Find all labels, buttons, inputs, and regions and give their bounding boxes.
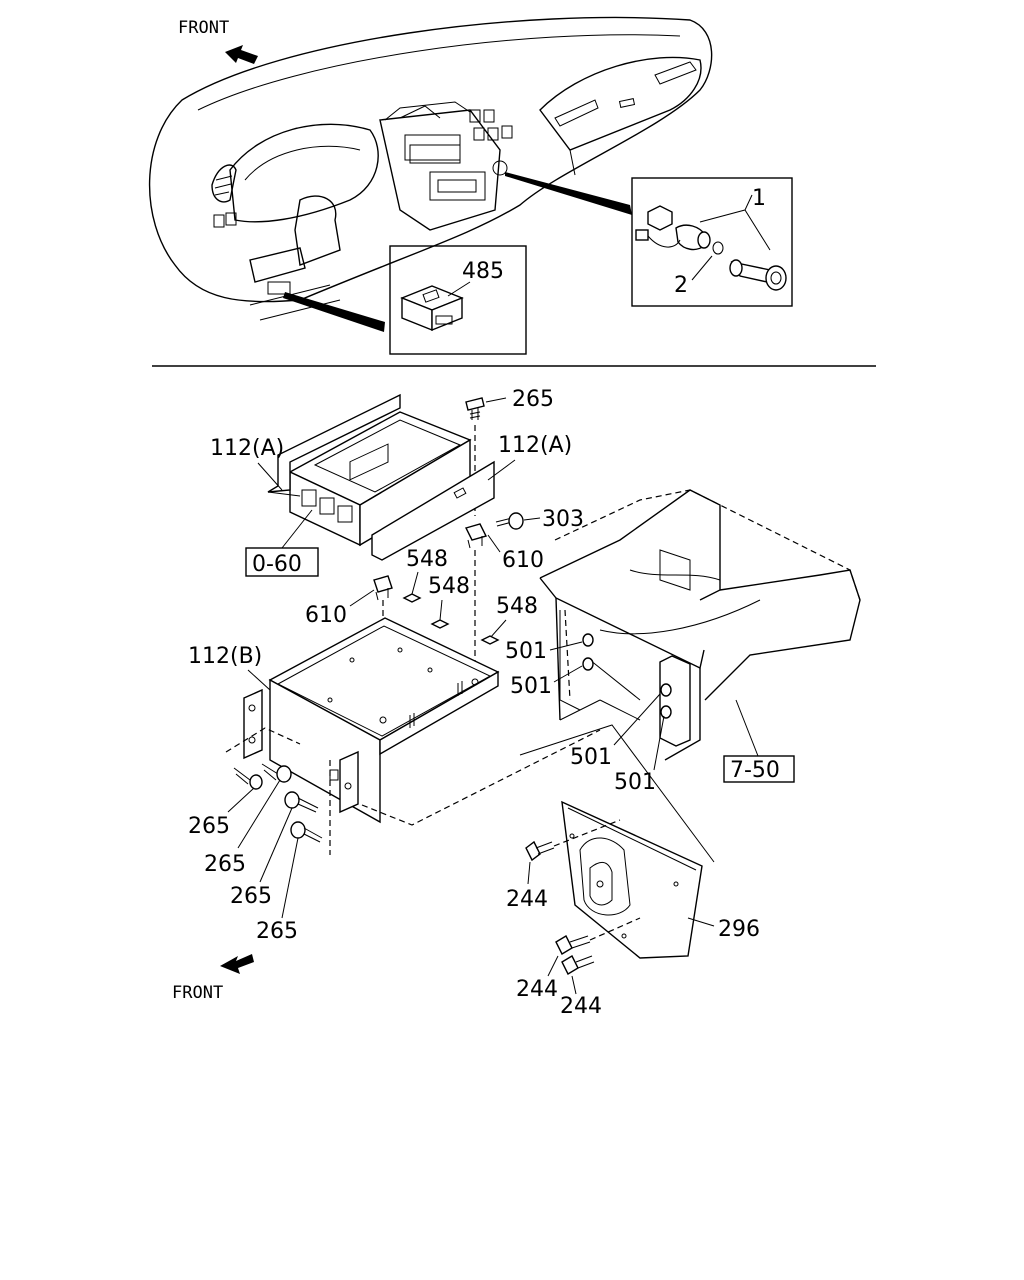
reference-0-60[interactable]: 0-60 bbox=[245, 509, 319, 577]
callout-265-top: 265 bbox=[512, 387, 554, 412]
inset-box-lighter: 1 2 bbox=[631, 177, 793, 307]
callout-112b: 112(B) bbox=[188, 644, 262, 669]
callout-548-b: 548 bbox=[428, 574, 470, 599]
bolt-303: 303 bbox=[495, 507, 584, 532]
callout-610-left: 610 bbox=[305, 603, 347, 628]
screw-265-top: 265 bbox=[465, 387, 554, 516]
callout-2: 2 bbox=[674, 273, 688, 298]
inset-box-485: 485 bbox=[389, 245, 527, 355]
callout-1: 1 bbox=[752, 186, 766, 211]
callout-501-b: 501 bbox=[510, 674, 552, 699]
pads-548: 548 548 548 bbox=[402, 547, 538, 645]
reference-7-50[interactable]: 7-50 bbox=[723, 699, 795, 783]
screws-265-lower: 265 265 265 265 bbox=[188, 727, 331, 944]
front-label-top: FRONT bbox=[178, 18, 229, 38]
callout-244-b: 244 bbox=[516, 977, 558, 1002]
nuts-501: 501 501 501 501 bbox=[505, 639, 665, 795]
front-arrow-icon-bottom bbox=[220, 954, 254, 974]
callout-112a-right: 112(A) bbox=[498, 433, 572, 458]
callout-501-a: 501 bbox=[505, 639, 547, 664]
dashboard-illustration bbox=[148, 16, 713, 332]
callout-485: 485 bbox=[462, 259, 504, 284]
clip-610-right: 610 bbox=[464, 523, 544, 680]
front-direction-top: FRONT bbox=[178, 18, 258, 64]
callout-501-d: 501 bbox=[614, 770, 656, 795]
ref-0-60-label: 0-60 bbox=[252, 552, 302, 577]
callout-265-2: 265 bbox=[204, 852, 246, 877]
bolts-244: 244 244 244 bbox=[506, 819, 641, 1019]
ref-7-50-label: 7-50 bbox=[730, 758, 780, 783]
floor-crossmember bbox=[539, 489, 861, 761]
callout-265-1: 265 bbox=[188, 814, 230, 839]
cover-296: 296 bbox=[561, 800, 760, 959]
callout-548-c: 548 bbox=[496, 594, 538, 619]
callout-303: 303 bbox=[542, 507, 584, 532]
callout-112a-left: 112(A) bbox=[210, 436, 284, 461]
callout-244-a: 244 bbox=[506, 887, 548, 912]
callout-501-c: 501 bbox=[570, 745, 612, 770]
callout-296: 296 bbox=[718, 917, 760, 942]
front-label-bottom: FRONT bbox=[172, 983, 223, 1003]
callout-265-3: 265 bbox=[230, 884, 272, 909]
front-direction-bottom: FRONT bbox=[172, 954, 254, 1003]
ecu-unit bbox=[267, 393, 495, 561]
callout-244-c: 244 bbox=[560, 994, 602, 1019]
callout-610-right: 610 bbox=[502, 548, 544, 573]
callout-548-a: 548 bbox=[406, 547, 448, 572]
front-arrow-icon bbox=[225, 45, 258, 64]
bracket-112b: 112(B) bbox=[188, 617, 500, 824]
callout-265-4: 265 bbox=[256, 919, 298, 944]
